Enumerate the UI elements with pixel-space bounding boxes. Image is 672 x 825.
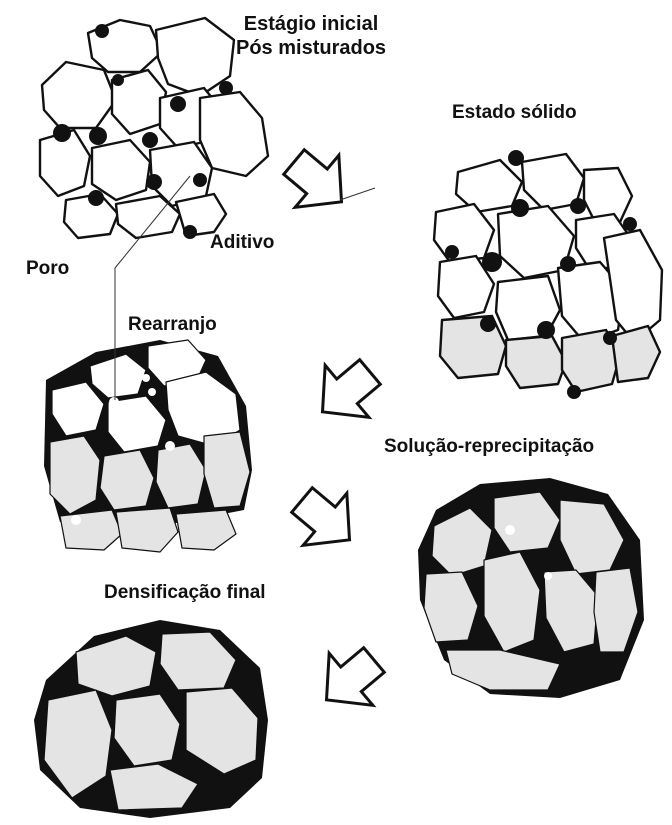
flow-arrow-icon [272, 136, 363, 228]
label-additive: Aditivo [210, 232, 274, 255]
cluster-initial-powders [40, 18, 268, 239]
flow-arrow-icon [280, 474, 371, 566]
label-initial-stage: Estágio inicial Pós misturados [236, 12, 386, 60]
label-final-densification: Densificação final [104, 582, 266, 605]
cluster-rearrangement [44, 340, 252, 552]
label-rearrangement: Rearranjo [128, 314, 217, 337]
label-solution-reprecipitation: Solução-reprecipitação [384, 436, 594, 459]
flow-arrow-icon [301, 346, 392, 438]
label-solid-state: Estado sólido [452, 102, 577, 125]
cluster-final-densification [34, 620, 268, 818]
cluster-solution-reprecipitation [418, 478, 644, 698]
label-pore: Poro [26, 258, 69, 281]
cluster-solid-state [434, 150, 662, 399]
label-initial-line2: Pós misturados [236, 36, 386, 60]
flow-arrow-icon [305, 634, 396, 726]
label-initial-line1: Estágio inicial [236, 12, 386, 36]
